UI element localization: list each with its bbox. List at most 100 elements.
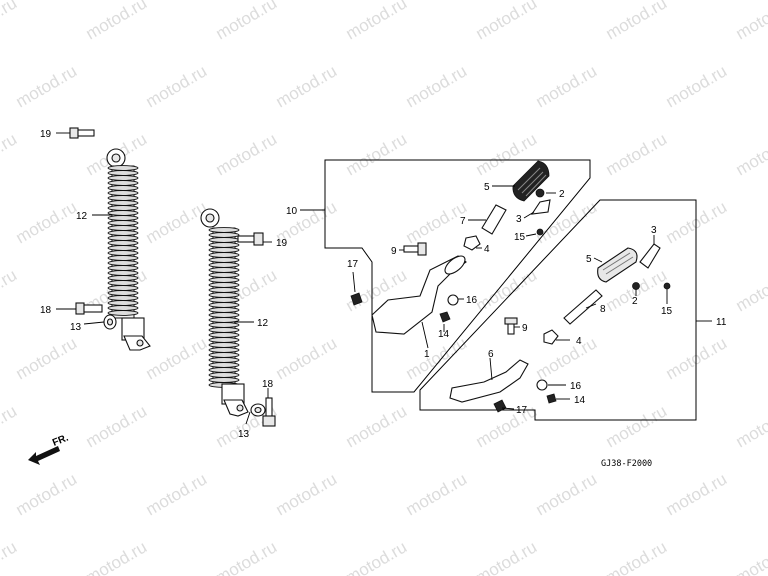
callout-1: 1 <box>424 349 430 360</box>
watermark: motod.ru <box>343 0 411 43</box>
watermark: motod.ru <box>343 401 411 451</box>
watermark: motod.ru <box>603 0 671 43</box>
callouts: 19 12 18 13 19 12 18 13 10 5 2 7 3 15 9 … <box>40 129 727 440</box>
watermark: motod.ru <box>603 129 671 179</box>
watermark: motod.ru <box>273 61 341 111</box>
arrow-icon <box>28 446 60 465</box>
bolt-19-left[interactable] <box>69 127 95 139</box>
bolt-18-right[interactable] <box>262 397 276 427</box>
watermark: motod.ru <box>0 0 20 43</box>
diagram-code: GJ38-F2000 <box>601 459 652 469</box>
watermark: motod.ru <box>143 197 211 247</box>
callout-2-right: 2 <box>632 296 638 307</box>
callout-19-right: 19 <box>276 238 288 249</box>
watermark: motod.ru <box>0 129 20 179</box>
callout-4-right: 4 <box>576 336 582 347</box>
watermark: motod.ru <box>143 469 211 519</box>
step-bracket-6[interactable] <box>449 359 529 403</box>
callout-12-left: 12 <box>76 211 88 222</box>
watermark: motod.ru <box>603 401 671 451</box>
watermark: motod.ru <box>143 333 211 383</box>
watermark: motod.ru <box>663 61 731 111</box>
watermark: motod.ru <box>83 537 151 576</box>
footpeg-shaft-8[interactable] <box>563 289 603 325</box>
nut-14-left[interactable] <box>439 311 451 323</box>
footpeg-rubber-5-right[interactable] <box>597 247 638 283</box>
rear-shock-absorber-right[interactable] <box>200 208 249 417</box>
callout-18-left: 18 <box>40 305 52 316</box>
pin-15-right[interactable] <box>663 282 671 290</box>
nut-4-left[interactable] <box>463 235 481 251</box>
callout-12-right: 12 <box>257 318 269 329</box>
footpeg-rubber-5-left[interactable] <box>512 160 550 202</box>
watermark: motod.ru <box>473 0 541 43</box>
bolt-9-right[interactable] <box>504 317 518 335</box>
spring-3-right[interactable] <box>639 243 661 269</box>
washer-16-left[interactable] <box>447 294 459 306</box>
front-direction-arrow: FR. <box>28 432 70 465</box>
watermark: motod.ru <box>143 61 211 111</box>
bolt-18-left[interactable] <box>75 302 103 315</box>
watermark: motod.ru <box>473 537 541 576</box>
footpeg-shaft-7[interactable] <box>481 204 507 235</box>
watermark: motod.ru <box>733 537 768 576</box>
callout-11: 11 <box>716 317 727 328</box>
step-bracket-1[interactable] <box>371 253 468 335</box>
pin-2-left[interactable] <box>535 188 545 198</box>
callout-3-right: 3 <box>651 225 657 236</box>
nut-4-right[interactable] <box>543 329 559 345</box>
watermark: motod.ru <box>83 401 151 451</box>
washer-13-left[interactable] <box>103 314 117 330</box>
front-label: FR. <box>51 432 70 448</box>
watermark: motod.ru <box>83 0 151 43</box>
pin-2-right[interactable] <box>632 282 640 290</box>
watermark: motod.ru <box>733 265 768 315</box>
callout-18-right: 18 <box>262 379 274 390</box>
watermark: motod.ru <box>13 469 81 519</box>
washer-16-right[interactable] <box>536 379 548 391</box>
callout-10: 10 <box>286 206 298 217</box>
bolt-17-left[interactable] <box>350 292 363 306</box>
callout-17-left: 17 <box>347 259 359 270</box>
bolt-19-right[interactable] <box>237 232 264 246</box>
watermark: motod.ru <box>213 0 281 43</box>
watermark: motod.ru <box>13 333 81 383</box>
callout-3-left: 3 <box>516 214 522 225</box>
watermark: motod.ru <box>0 537 20 576</box>
callout-7: 7 <box>460 216 466 227</box>
watermark: motod.ru <box>0 401 20 451</box>
watermark: motod.ru <box>273 333 341 383</box>
watermark: motod.ru <box>343 129 411 179</box>
watermark: motod.ru <box>733 401 768 451</box>
assembly-frame-10 <box>324 159 591 393</box>
watermark: motod.ru <box>13 197 81 247</box>
nut-14-right[interactable] <box>546 393 557 404</box>
watermark: motod.ru <box>663 469 731 519</box>
watermark: motod.ru <box>533 469 601 519</box>
callout-15-left: 15 <box>514 232 526 243</box>
watermark: motod.ru <box>0 265 20 315</box>
callout-15-right: 15 <box>661 306 673 317</box>
watermark: motod.ru <box>403 333 471 383</box>
spring-3-left[interactable] <box>530 199 551 215</box>
assembly-frame-11 <box>419 199 697 421</box>
watermark: motod.ru <box>273 469 341 519</box>
callout-16-left: 16 <box>466 295 478 306</box>
watermark: motod.ru <box>343 537 411 576</box>
callout-2-left: 2 <box>559 189 565 200</box>
callout-9-right: 9 <box>522 323 528 334</box>
washer-13-right[interactable] <box>250 403 266 417</box>
callout-5-left: 5 <box>484 182 490 193</box>
callout-6: 6 <box>488 349 494 360</box>
watermark: motod.ru <box>213 129 281 179</box>
rear-shock-absorber-left[interactable] <box>106 148 151 351</box>
bolt-9-left[interactable] <box>403 242 427 256</box>
callout-9-left: 9 <box>391 246 397 257</box>
callout-16-right: 16 <box>570 381 582 392</box>
watermark: motod.ru <box>213 537 281 576</box>
watermark: motod.ru <box>473 401 541 451</box>
callout-14-right: 14 <box>574 395 586 406</box>
pin-15-left[interactable] <box>536 228 544 236</box>
callout-8: 8 <box>600 304 606 315</box>
